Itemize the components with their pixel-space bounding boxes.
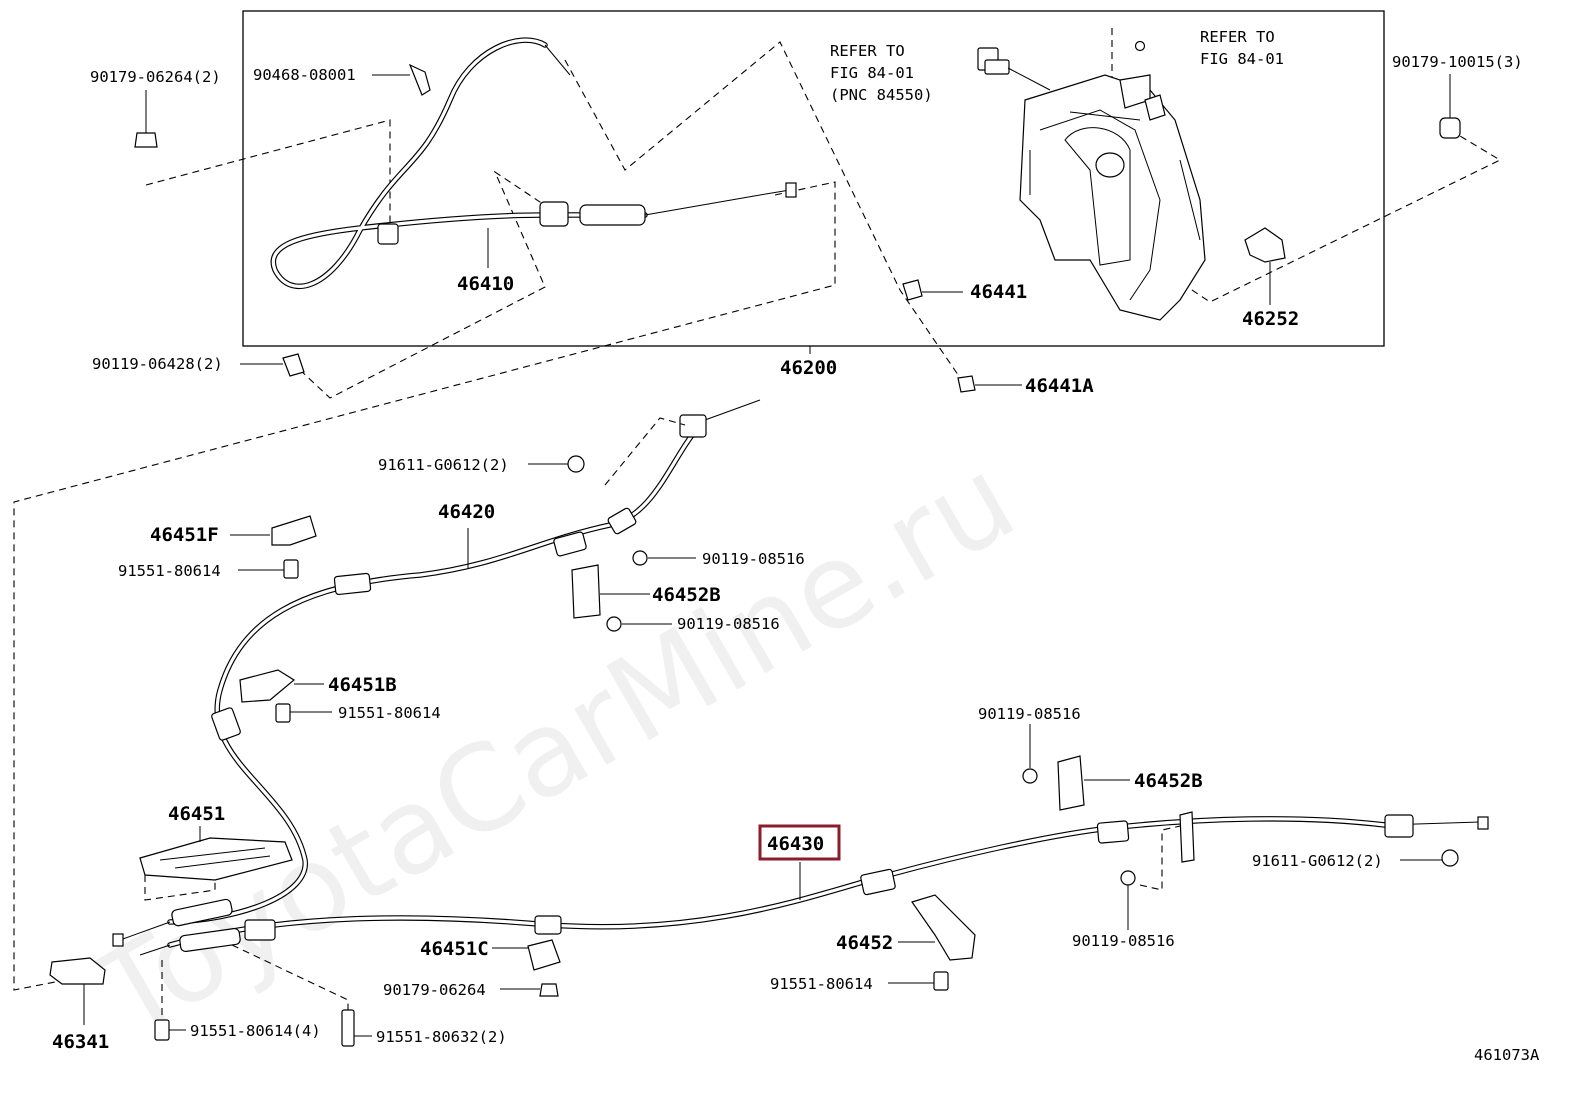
nut-90179-06264	[134, 132, 158, 148]
refer-note-left: REFER TO FIG 84-01 (PNC 84550)	[830, 42, 933, 104]
dashed-leader-46410-end	[13, 181, 836, 991]
label-91551-80614-c: 91551-80614	[770, 975, 873, 993]
refer-note-left-line-2: FIG 84-01	[830, 64, 914, 82]
label-46451c: 46451C	[420, 938, 489, 960]
refer-note-right-line-1: REFER TO	[1200, 28, 1275, 46]
bolt-91551-80614-c	[933, 971, 949, 991]
bracket-46452b-upper	[571, 564, 601, 619]
bracket-46451c	[527, 939, 561, 971]
dashed-leader-bolt	[299, 170, 556, 399]
label-46441: 46441	[970, 281, 1027, 303]
bolt-90119-08516-a	[632, 550, 648, 566]
dashed-leader-91611-top	[604, 417, 686, 486]
nut-90179-06264-lower	[539, 983, 559, 997]
label-46452b-lower: 46452B	[1134, 770, 1203, 792]
label-90119-08516-a: 90119-08516	[702, 550, 805, 568]
grommet-46441	[902, 279, 923, 301]
label-91551-80614-4: 91551-80614(4)	[190, 1022, 321, 1040]
bolt-90119-08516-c	[1022, 768, 1038, 784]
label-46452: 46452	[836, 932, 893, 954]
parking-brake-pedal-assembly	[1019, 74, 1206, 321]
bolt-91551-80632	[341, 1009, 355, 1047]
clip-90468-08001	[408, 63, 431, 96]
bolt-90119-08516-d	[1120, 870, 1136, 886]
label-46430: 46430	[767, 833, 824, 855]
label-90179-10015-3: 90179-10015(3)	[1392, 53, 1523, 71]
label-90179-06264-2: 90179-06264(2)	[90, 68, 221, 86]
label-46441a: 46441A	[1025, 375, 1094, 397]
refer-note-right-line-2: FIG 84-01	[1200, 50, 1284, 68]
bolt-91551-80614-4	[154, 1019, 170, 1041]
label-46452b-upper: 46452B	[652, 584, 721, 606]
label-46420: 46420	[438, 501, 495, 523]
part-46341-shape	[49, 957, 106, 985]
label-91611-g0612-2-top: 91611-G0612(2)	[378, 456, 509, 474]
highlight-box-46430	[758, 824, 841, 861]
clip-cable-end-right	[1179, 811, 1195, 863]
label-46451: 46451	[168, 803, 225, 825]
bracket-46452b-lower	[1057, 755, 1085, 811]
bolt-90119-06428	[282, 353, 305, 377]
bolt-91611-g0612-top	[567, 455, 585, 473]
dashed-leader-91551-80632	[231, 944, 349, 1010]
label-91611-g0612-2-bottom: 91611-G0612(2)	[1252, 852, 1383, 870]
grommet-46441a	[957, 375, 976, 393]
label-90119-06428-2: 90119-06428(2)	[92, 355, 223, 373]
label-46252: 46252	[1242, 308, 1299, 330]
cable-46420	[112, 399, 761, 947]
label-46451b: 46451B	[328, 674, 397, 696]
dashed-leader-zigzag	[564, 41, 966, 386]
dashed-leader-left	[145, 119, 391, 240]
label-46341: 46341	[52, 1031, 109, 1053]
cable-46410	[270, 37, 797, 290]
bolt-90119-08516-b	[606, 616, 622, 632]
bolt-91551-80614-b	[275, 703, 291, 723]
label-90119-08516-b: 90119-08516	[677, 615, 780, 633]
label-46410: 46410	[457, 273, 514, 295]
bracket-46451f	[271, 515, 317, 546]
label-90468-08001: 90468-08001	[253, 66, 356, 84]
label-46200: 46200	[780, 357, 837, 379]
assembly-46200-frame	[242, 10, 1385, 347]
dashed-leader-46451	[144, 875, 216, 901]
switch-part	[977, 47, 1051, 91]
bracket-46452	[911, 894, 976, 961]
diagram-id: 461073A	[1474, 1046, 1540, 1064]
bolt-91551-80614-a	[283, 559, 299, 579]
screw-top-small	[1134, 40, 1146, 52]
label-90119-08516-c: 90119-08516	[978, 705, 1081, 723]
refer-note-right: REFER TO FIG 84-01	[1200, 28, 1284, 68]
dashed-leader-90119-08516-d	[1139, 824, 1186, 891]
label-46451f: 46451F	[150, 524, 219, 546]
refer-note-left-line-3: (PNC 84550)	[830, 86, 933, 104]
label-91551-80614-a: 91551-80614	[118, 562, 221, 580]
dashed-leader-right-nut	[1179, 129, 1502, 303]
label-90119-08516-d: 90119-08516	[1072, 932, 1175, 950]
label-90179-06264: 90179-06264	[383, 981, 486, 999]
part-46252-shape	[1244, 227, 1286, 263]
refer-note-left-line-1: REFER TO	[830, 42, 905, 60]
bolt-91611-g0612-bottom	[1441, 849, 1459, 867]
bracket-46451b	[239, 669, 296, 703]
nut-90179-10015	[1439, 117, 1461, 139]
label-91551-80614-b: 91551-80614	[338, 704, 441, 722]
label-91551-80632-2: 91551-80632(2)	[376, 1028, 507, 1046]
